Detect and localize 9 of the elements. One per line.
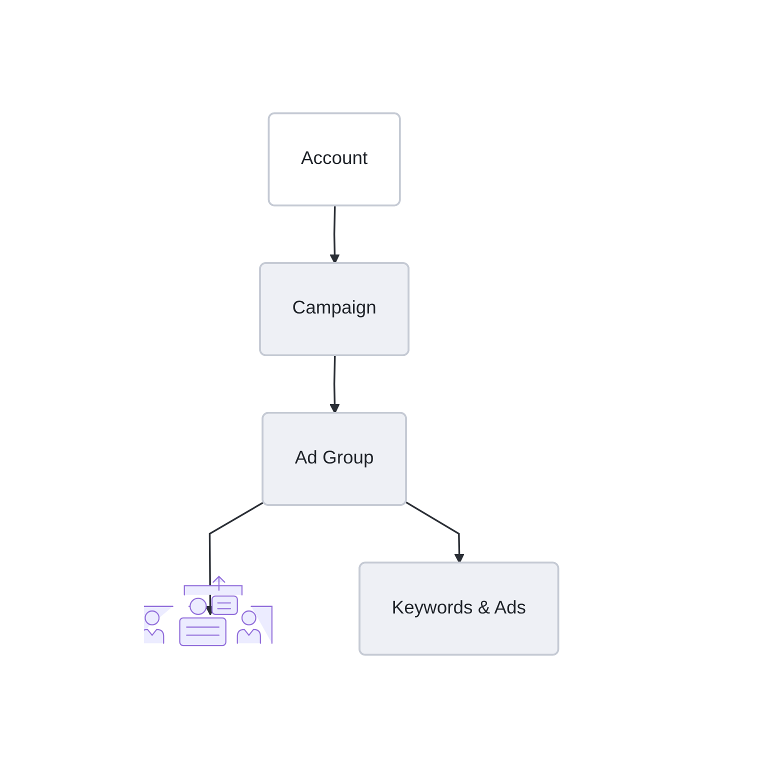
process-box: Keywords & Ads: [358, 562, 560, 656]
arrow: [330, 356, 340, 414]
people-drawing: [144, 576, 273, 646]
process-box: Account: [268, 112, 401, 206]
process-box: Campaign: [259, 262, 410, 356]
process-box: Ad Group: [262, 412, 407, 506]
arrow: [406, 502, 464, 564]
arrow: [330, 206, 340, 264]
arrow: [205, 502, 264, 616]
